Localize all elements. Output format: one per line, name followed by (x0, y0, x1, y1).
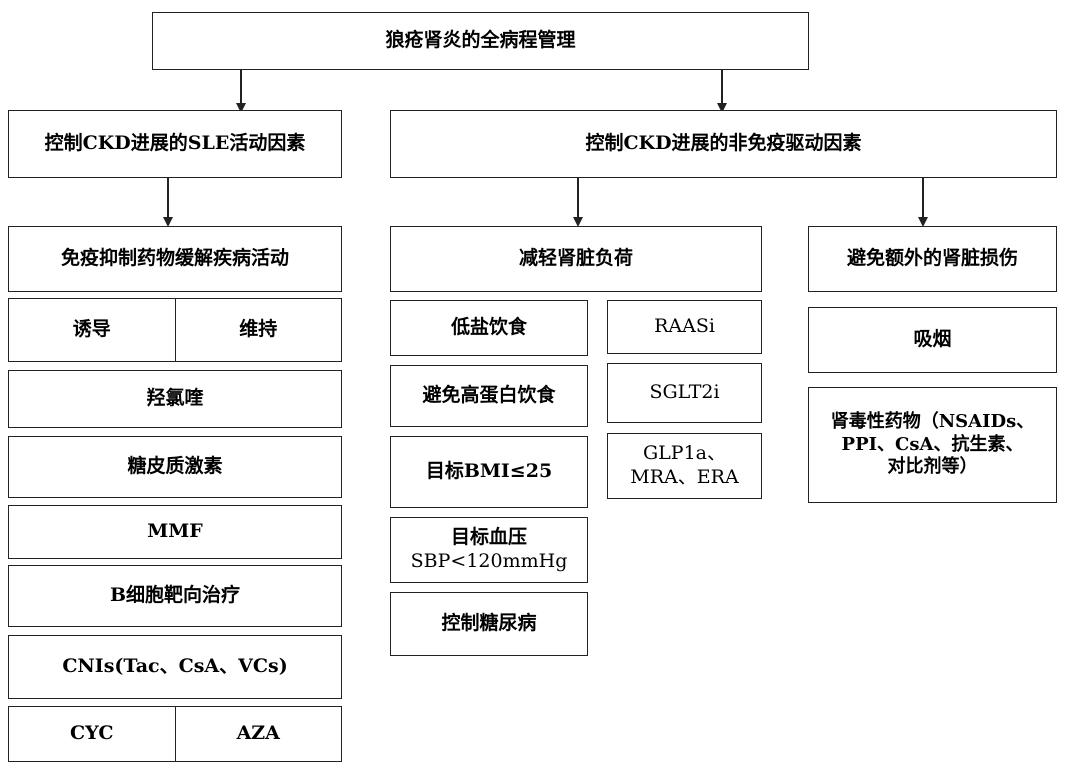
control-diabetes-label: 控制糖尿病 (441, 612, 537, 635)
cnis-box: CNIs(Tac、CsA、VCs) (8, 635, 342, 699)
root-title: 狼疮肾炎的全病程管理 (385, 29, 576, 52)
raasi-box: RAASi (607, 300, 762, 354)
target-bmi-label: 目标BMI≤25 (425, 460, 553, 483)
mmf-label: MMF (147, 520, 203, 543)
avoid-high-protein-box: 避免高蛋白饮食 (390, 365, 588, 427)
glp1a-line2: MRA、ERA (630, 466, 739, 488)
nephrotoxic-drugs-box: 肾毒性药物（NSAIDs、 PPI、CsA、抗生素、 对比剂等） (808, 387, 1057, 503)
low-salt-diet-box: 低盐饮食 (390, 300, 588, 356)
b-cell-therapy-box: B细胞靶向治疗 (8, 565, 342, 627)
immunosuppression-title: 免疫抑制药物缓解疾病活动 (60, 247, 289, 270)
nephrotoxic-drugs-line1: 肾毒性药物（NSAIDs、 (830, 411, 1035, 433)
target-bmi-box: 目标BMI≤25 (390, 436, 588, 508)
sle-factors-box: 控制CKD进展的SLE活动因素 (8, 110, 342, 178)
sglt2i-box: SGLT2i (607, 363, 762, 423)
root-box: 狼疮肾炎的全病程管理 (152, 12, 809, 70)
raasi-label: RAASi (654, 315, 715, 338)
nonimmune-factors-title: 控制CKD进展的非免疫驱动因素 (585, 132, 862, 155)
target-bp-box: 目标血压 SBP<120mmHg (390, 517, 588, 583)
induction-cell: 诱导 (9, 299, 175, 361)
nonimmune-factors-box: 控制CKD进展的非免疫驱动因素 (390, 110, 1057, 178)
glp1a-box: GLP1a、 MRA、ERA (607, 433, 762, 499)
low-salt-diet-label: 低盐饮食 (450, 316, 527, 339)
smoking-label: 吸烟 (913, 328, 952, 351)
avoid-extra-kidney-damage-title: 避免额外的肾脏损伤 (846, 247, 1018, 270)
avoid-high-protein-label: 避免高蛋白饮食 (422, 384, 556, 407)
glucocorticoid-label: 糖皮质激素 (127, 455, 223, 478)
target-bp-line1: 目标血压 (450, 526, 527, 549)
avoid-extra-kidney-damage-box: 避免额外的肾脏损伤 (808, 226, 1057, 292)
aza-label: AZA (236, 722, 280, 745)
nephrotoxic-drugs-line2: PPI、CsA、抗生素、 (841, 433, 1024, 455)
induction-maintenance-box: 诱导 维持 (8, 298, 342, 362)
reduce-kidney-load-title: 减轻肾脏负荷 (518, 247, 633, 270)
cnis-label: CNIs(Tac、CsA、VCs) (62, 655, 288, 678)
cyc-label: CYC (70, 722, 114, 745)
glucocorticoid-box: 糖皮质激素 (8, 436, 342, 498)
maintenance-label: 维持 (239, 318, 278, 341)
hydroxychloroquine-box: 羟氯喹 (8, 370, 342, 428)
aza-cell: AZA (174, 707, 342, 761)
target-bp-line2: SBP<120mmHg (410, 550, 568, 572)
maintenance-cell: 维持 (174, 299, 342, 361)
sglt2i-label: SGLT2i (649, 381, 720, 404)
mmf-box: MMF (8, 505, 342, 559)
glp1a-line1: GLP1a、 (643, 442, 726, 465)
nephrotoxic-drugs-line3: 对比剂等） (887, 456, 978, 478)
smoking-box: 吸烟 (808, 307, 1057, 373)
induction-label: 诱导 (72, 318, 111, 341)
control-diabetes-box: 控制糖尿病 (390, 592, 588, 656)
immunosuppression-box: 免疫抑制药物缓解疾病活动 (8, 226, 342, 292)
reduce-kidney-load-box: 减轻肾脏负荷 (390, 226, 762, 292)
b-cell-therapy-label: B细胞靶向治疗 (109, 584, 241, 607)
hydroxychloroquine-label: 羟氯喹 (146, 387, 204, 410)
cyc-cell: CYC (9, 707, 175, 761)
cyc-aza-box: CYC AZA (8, 706, 342, 762)
sle-factors-title: 控制CKD进展的SLE活动因素 (44, 132, 306, 155)
